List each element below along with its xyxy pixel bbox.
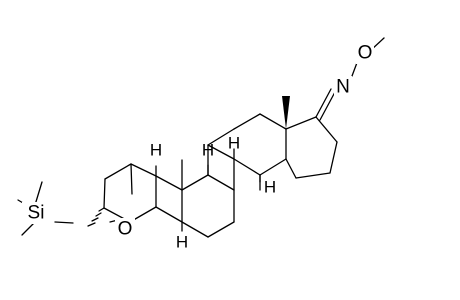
ring-b: [181, 174, 235, 238]
angular-methyl-wedge: [282, 96, 290, 129]
h-label-c5: H: [176, 233, 188, 252]
ring-d: [285, 116, 338, 179]
ring-c: [207, 113, 287, 191]
silicon-label: Si: [28, 203, 45, 224]
oxime-nitrogen-label: N: [336, 77, 350, 98]
ether-oxygen-label: O: [118, 219, 133, 240]
oxime-oxygen-label: O: [358, 43, 373, 64]
stereo-hydrogens: [155, 148, 261, 232]
h-label-c14: H: [264, 178, 276, 197]
h-label-c10: H: [150, 141, 162, 160]
h-label-c8: H: [228, 134, 240, 153]
ring-a: [103, 163, 183, 223]
h-label-c9: H: [202, 141, 214, 160]
